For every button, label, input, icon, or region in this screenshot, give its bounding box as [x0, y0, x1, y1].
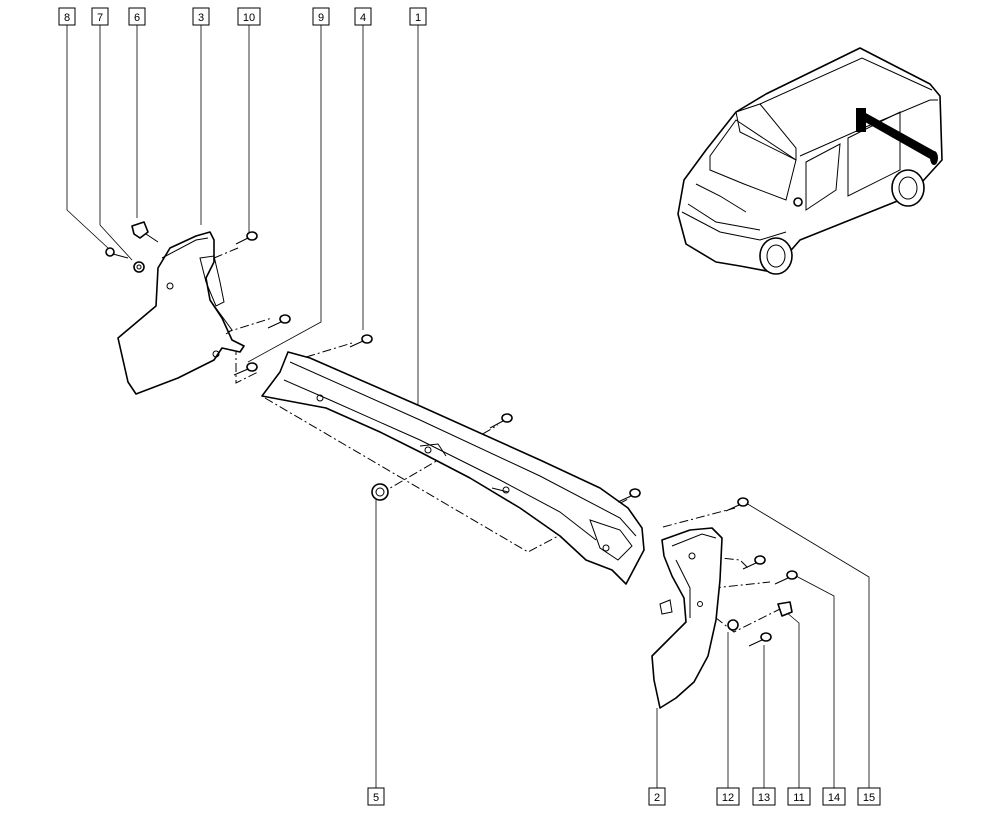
svg-text:7: 7: [97, 12, 103, 24]
callout-14: 14: [822, 787, 846, 806]
screw-15-icon: [725, 497, 749, 512]
svg-text:13: 13: [758, 792, 770, 804]
screw-13-icon: [748, 632, 772, 647]
svg-text:3: 3: [198, 12, 204, 24]
callout-10: 10: [237, 7, 261, 26]
callout-1: 1: [409, 7, 427, 26]
right-pillar-trim: [651, 527, 723, 709]
svg-text:12: 12: [722, 792, 734, 804]
screw-14-icon: [774, 570, 798, 585]
callout-2: 2: [648, 787, 666, 806]
clip-6-icon: [131, 221, 159, 243]
screw-icon: [489, 413, 513, 429]
callout-12: 12: [716, 787, 740, 806]
callout-15: 15: [857, 787, 881, 806]
callout-7: 7: [91, 7, 109, 26]
screw-icon: [742, 555, 766, 570]
svg-text:11: 11: [793, 792, 804, 804]
fasteners: [105, 221, 798, 647]
callout-8: 8: [58, 7, 76, 26]
svg-text:4: 4: [360, 12, 366, 24]
clip-11-icon: [777, 601, 793, 617]
leader-lines: [66, 25, 870, 788]
svg-text:15: 15: [863, 792, 875, 804]
callout-3: 3: [192, 7, 210, 26]
screw-4-icon: [349, 334, 373, 348]
callout-4: 4: [354, 7, 372, 26]
screw-icon: [267, 314, 291, 329]
svg-text:6: 6: [134, 12, 140, 24]
callout-6: 6: [128, 7, 146, 26]
screw-8-icon: [105, 247, 129, 259]
washer-7-icon: [133, 261, 145, 273]
callout-boxes: 8 7 6 3 10 9 4 1: [58, 7, 881, 806]
svg-text:8: 8: [64, 12, 70, 24]
nut-5-icon: [371, 483, 389, 501]
svg-text:10: 10: [243, 12, 255, 24]
nut-12-icon: [727, 619, 739, 631]
callout-11: 11: [787, 787, 811, 806]
main-trim-panel: [261, 351, 645, 585]
left-pillar-trim: [117, 231, 245, 395]
screw-10-icon: [235, 231, 258, 245]
screw-icon: [617, 488, 641, 503]
svg-text:5: 5: [373, 792, 379, 804]
location-arrow-icon: [858, 112, 936, 160]
van-thumbnail: [677, 47, 943, 275]
svg-text:14: 14: [828, 792, 840, 804]
callout-5: 5: [367, 787, 385, 806]
svg-text:9: 9: [318, 12, 324, 24]
callout-9: 9: [312, 7, 330, 26]
callout-13: 13: [752, 787, 776, 806]
svg-text:1: 1: [415, 12, 421, 24]
screw-9-icon: [233, 362, 258, 376]
svg-text:2: 2: [654, 792, 660, 804]
